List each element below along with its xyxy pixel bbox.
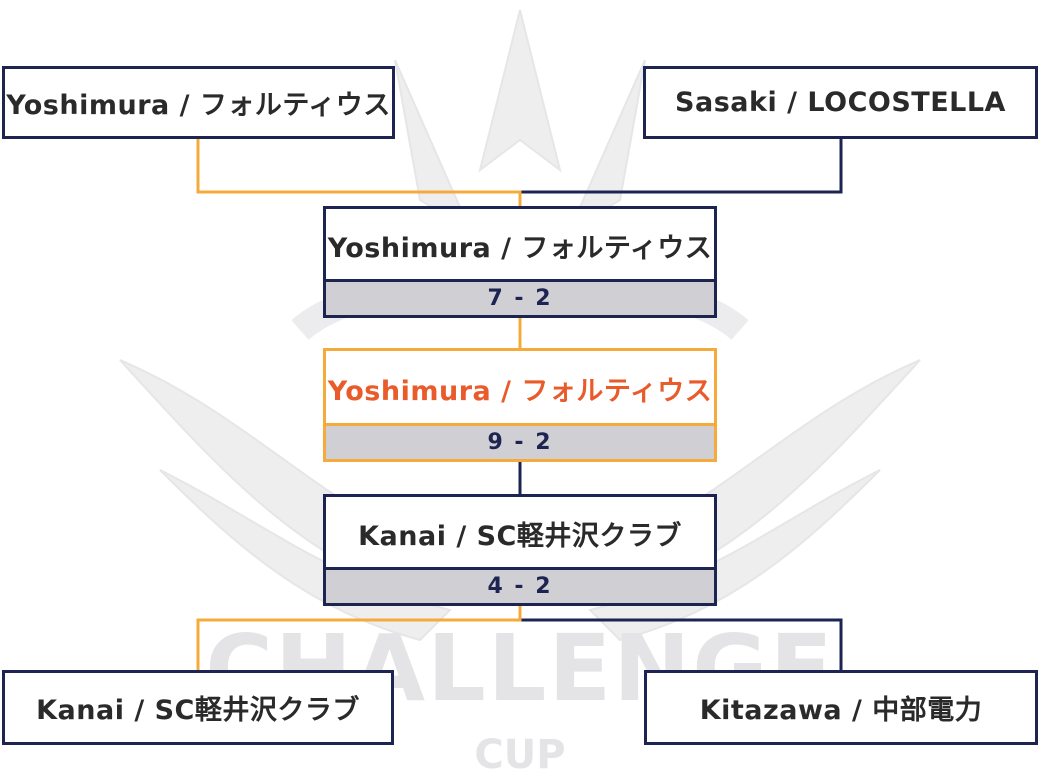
connector-bottom-right <box>518 604 843 670</box>
team-name: Yoshimura / フォルティウス <box>6 90 391 121</box>
team-name: Kanai / SC軽井沢クラブ <box>36 695 360 726</box>
match-score: 4 - 2 <box>326 567 714 603</box>
connector-bottom-left-winner <box>196 604 522 670</box>
match-box-semifinal-1[interactable]: Yoshimura / フォルティウス 7 - 2 <box>323 206 717 318</box>
watermark-subtitle: CUP <box>474 732 565 773</box>
match-box-semifinal-2[interactable]: Kanai / SC軽井沢クラブ 4 - 2 <box>323 494 717 606</box>
team-box-top-right[interactable]: Sasaki / LOCOSTELLA <box>643 66 1038 139</box>
match-box-final[interactable]: Yoshimura / フォルティウス 9 - 2 <box>323 348 717 462</box>
crown-peak-center <box>478 9 562 173</box>
team-box-bottom-left[interactable]: Kanai / SC軽井沢クラブ <box>2 670 394 745</box>
team-name: Sasaki / LOCOSTELLA <box>675 87 1006 118</box>
match-score: 7 - 2 <box>326 279 714 315</box>
team-name: Kitazawa / 中部電力 <box>699 695 983 726</box>
match-winner-name: Kanai / SC軽井沢クラブ <box>358 521 682 552</box>
connector-top-right <box>518 138 843 206</box>
final-score: 9 - 2 <box>326 423 714 459</box>
match-winner-name: Yoshimura / フォルティウス <box>327 233 713 264</box>
team-box-top-left[interactable]: Yoshimura / フォルティウス <box>2 66 395 139</box>
connector-top-left-winner <box>196 138 522 206</box>
team-box-bottom-right[interactable]: Kitazawa / 中部電力 <box>644 670 1038 745</box>
champion-name: Yoshimura / フォルティウス <box>327 376 713 407</box>
